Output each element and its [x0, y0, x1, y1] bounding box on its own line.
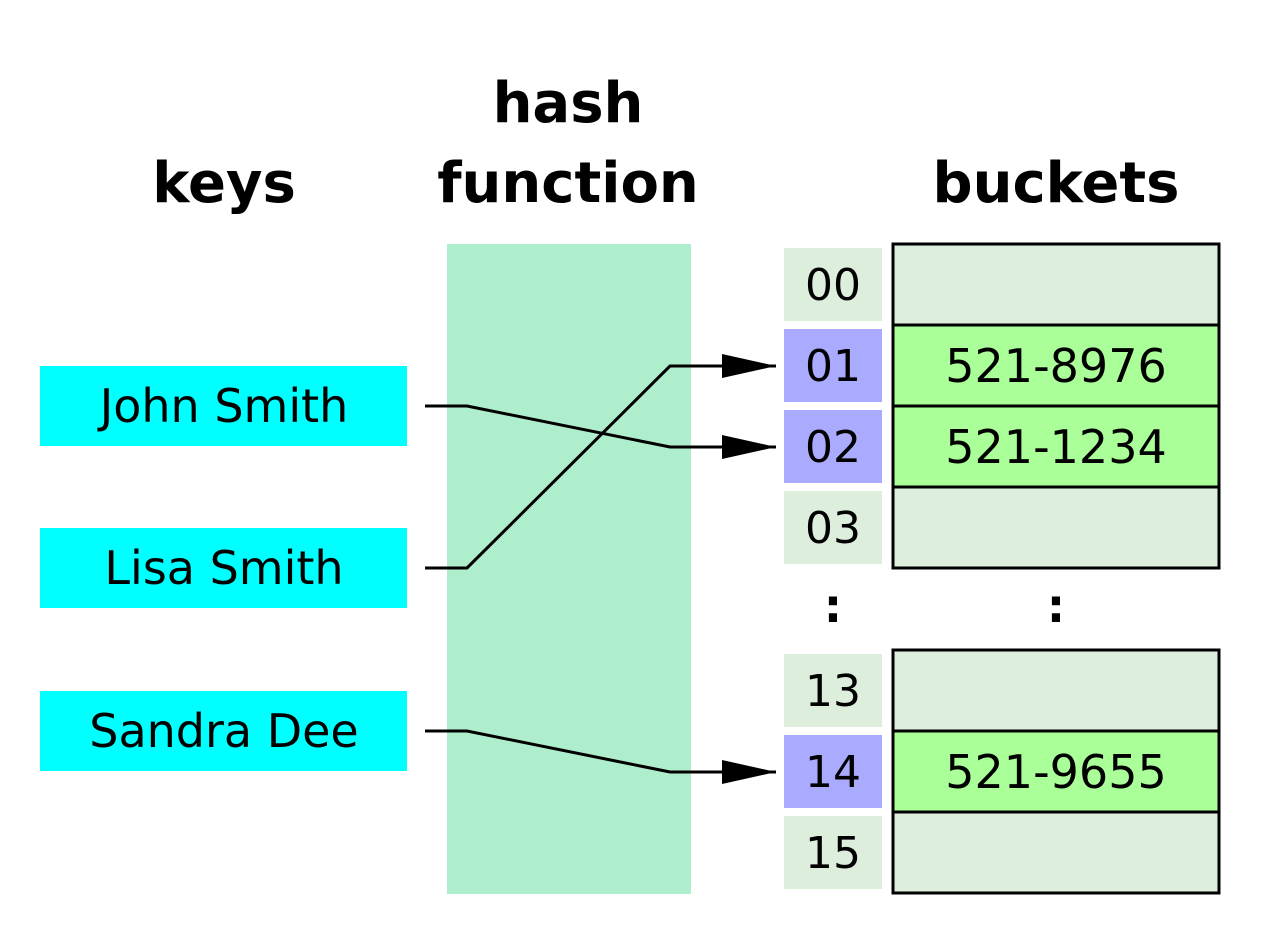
bucket-ellipsis: :	[1047, 579, 1065, 633]
bucket-14	[891, 729, 1221, 814]
index-label: 03	[805, 503, 861, 554]
index-15: 15	[784, 816, 882, 889]
bucket-group-top: 521-8976 521-1234	[891, 242, 1221, 570]
bucket-group-bottom: 521-9655	[891, 648, 1221, 895]
key-label: Sandra Dee	[89, 704, 359, 758]
index-ellipsis: :	[824, 579, 842, 633]
index-label: 00	[805, 260, 861, 311]
bucket-01	[891, 323, 1221, 408]
hash-heading-line2: function	[437, 151, 699, 216]
index-02: 02	[784, 410, 882, 483]
bucket-value: 521-1234	[945, 420, 1166, 474]
key-sandra-dee: Sandra Dee	[40, 691, 407, 771]
bucket-03	[891, 485, 1221, 570]
index-label: 02	[805, 422, 861, 473]
index-13: 13	[784, 654, 882, 727]
index-01: 01	[784, 329, 882, 402]
keys-heading: keys	[152, 151, 296, 216]
index-03: 03	[784, 491, 882, 564]
buckets-heading: buckets	[933, 151, 1180, 216]
bucket-15	[891, 810, 1221, 895]
hash-function-block	[447, 244, 691, 894]
key-john-smith: John Smith	[40, 366, 407, 446]
index-14: 14	[784, 735, 882, 808]
bucket-13	[891, 648, 1221, 733]
bucket-00	[891, 242, 1221, 327]
index-label: 15	[805, 828, 861, 879]
arrow-john-smith-to-02	[425, 404, 776, 459]
bucket-value: 521-8976	[945, 339, 1166, 393]
index-label: 13	[805, 666, 861, 717]
hash-heading-line1: hash	[493, 71, 644, 136]
index-label: 14	[805, 747, 861, 798]
bucket-value: 521-9655	[945, 745, 1166, 799]
arrow-sandra-dee-to-14	[425, 729, 776, 784]
key-lisa-smith: Lisa Smith	[40, 528, 407, 608]
arrow-lisa-smith-to-01	[425, 354, 776, 570]
key-label: John Smith	[97, 379, 349, 433]
index-00: 00	[784, 248, 882, 321]
index-label: 01	[805, 341, 861, 392]
key-label: Lisa Smith	[104, 541, 343, 595]
bucket-02	[891, 404, 1221, 489]
